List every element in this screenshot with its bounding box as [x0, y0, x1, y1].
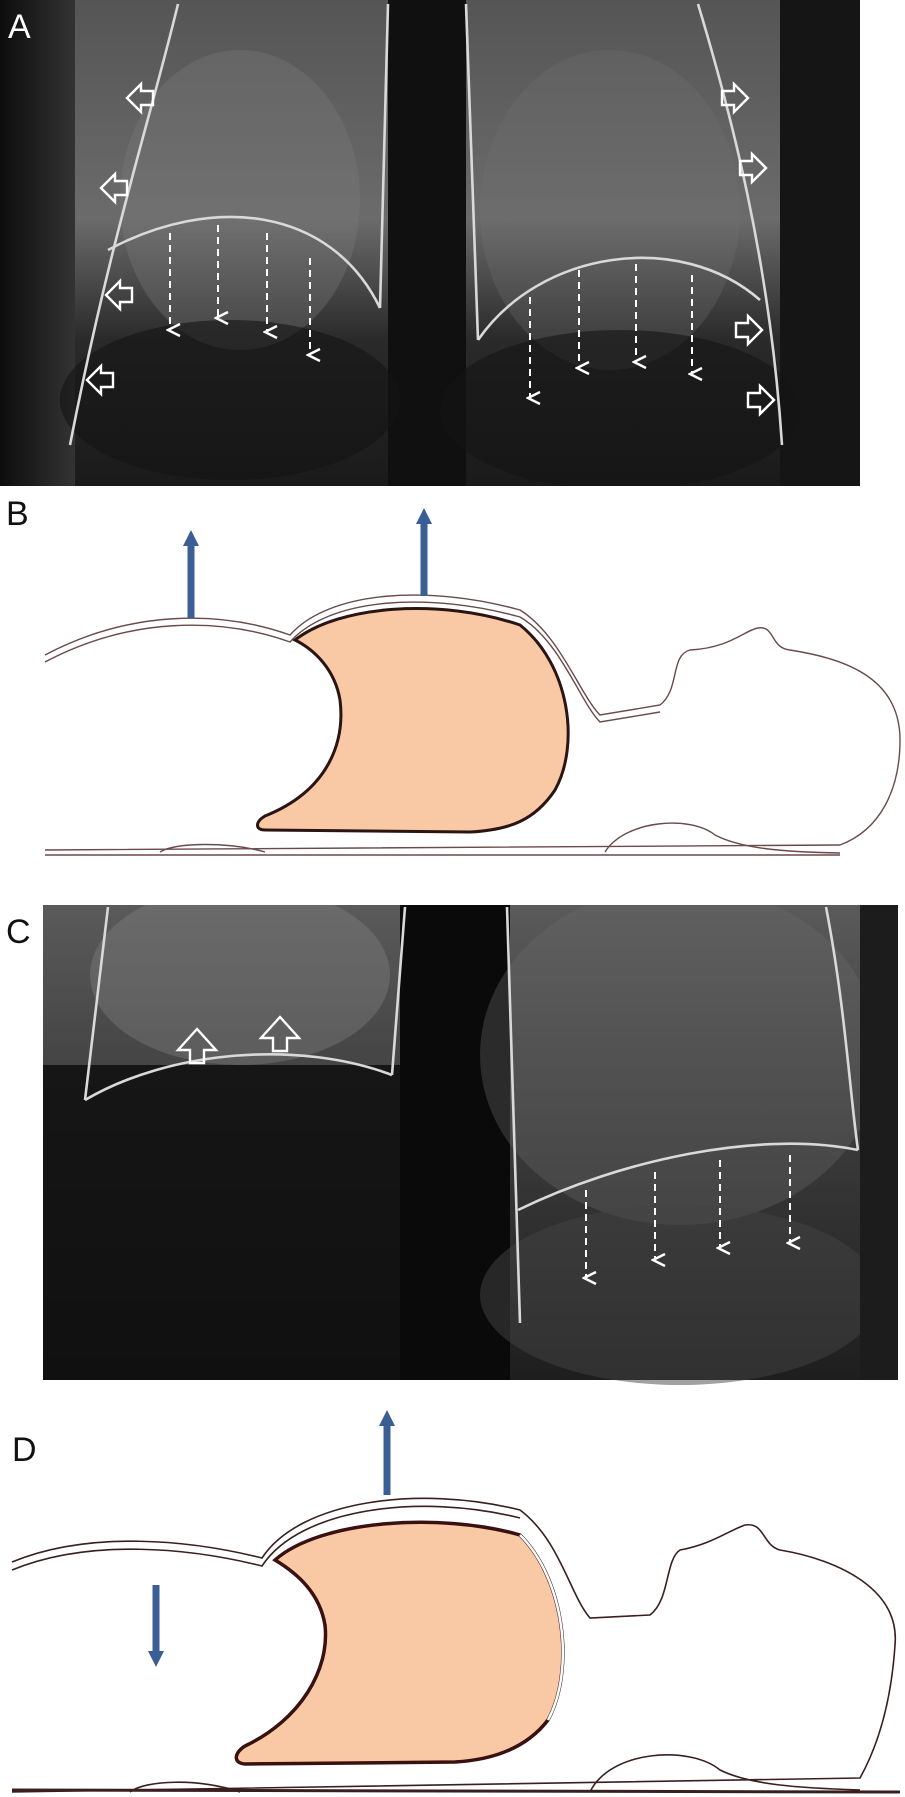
panel-d: D — [0, 1400, 905, 1797]
lung — [258, 609, 569, 832]
panel-label-c: C — [6, 915, 31, 949]
panel-c-xray — [0, 905, 905, 1385]
chest-up-arrow-d — [379, 1410, 395, 1495]
panel-label-b: B — [6, 497, 29, 531]
panel-label-a: A — [8, 10, 31, 44]
panel-c: C — [0, 905, 905, 1385]
panel-b-diagram — [0, 490, 905, 890]
panel-a-xray — [0, 0, 860, 486]
lung-d — [236, 1522, 563, 1764]
panel-b: B — [0, 490, 905, 890]
panel-a: A — [0, 0, 860, 486]
abdomen-down-arrow-d — [148, 1585, 164, 1667]
panel-label-d: D — [12, 1433, 37, 1467]
panel-d-diagram — [0, 1400, 905, 1797]
